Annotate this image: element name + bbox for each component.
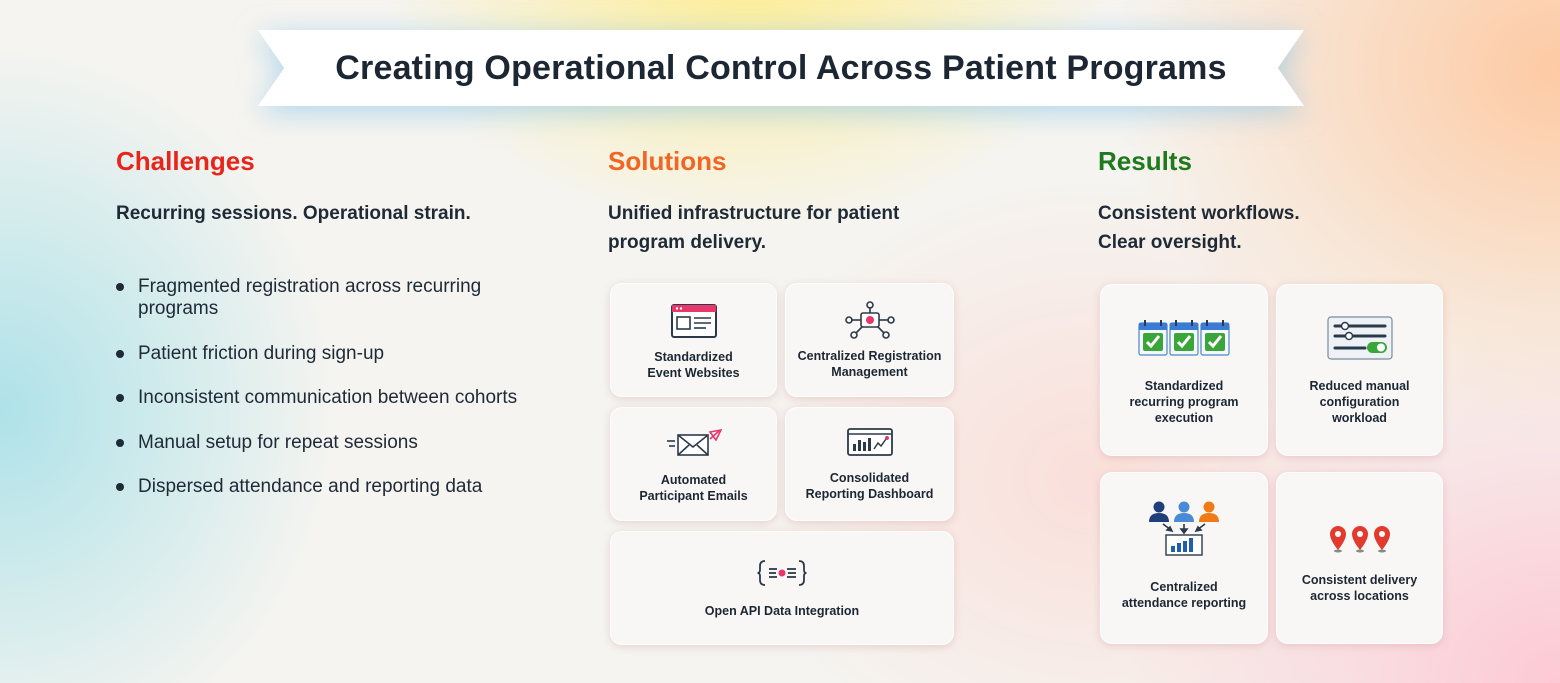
card-label: Automated Participant Emails: [639, 473, 748, 503]
email-send-icon: [666, 429, 722, 456]
api-braces-icon: [757, 560, 807, 586]
solution-card-dashboard: Consolidated Reporting Dashboard: [785, 407, 954, 521]
list-item: Inconsistent communication between cohor…: [116, 387, 556, 409]
calendar-check-icon: [1138, 320, 1230, 356]
list-item: Fragmented registration across recurring…: [116, 276, 516, 320]
list-item: Manual setup for repeat sessions: [116, 432, 556, 454]
solution-card-emails: Automated Participant Emails: [610, 407, 777, 521]
results-heading: Results: [1098, 146, 1192, 176]
solution-card-websites: Standardized Event Websites: [610, 283, 777, 397]
result-card-execution: Standardized recurring program execution: [1100, 284, 1268, 456]
list-item: Patient friction during sign-up: [116, 343, 556, 365]
solution-card-registration: Centralized Registration Management: [785, 283, 954, 397]
challenges-list: Fragmented registration across recurring…: [116, 276, 556, 498]
challenges-column: Challenges Recurring sessions. Operation…: [116, 146, 556, 521]
card-label: Consistent delivery across locations: [1301, 573, 1418, 603]
people-to-chart-icon: [1149, 501, 1219, 556]
solution-card-api: Open API Data Integration: [610, 531, 954, 645]
results-column: Results Consistent workflows. Clear over…: [1098, 146, 1448, 257]
solutions-column: Solutions Unified infrastructure for pat…: [608, 146, 958, 257]
result-card-workload: Reduced manual configuration workload: [1276, 284, 1443, 456]
challenges-subheading: Recurring sessions. Operational strain.: [116, 203, 471, 224]
title-banner: Creating Operational Control Across Pati…: [258, 30, 1304, 106]
list-item: Dispersed attendance and reporting data: [116, 476, 556, 498]
challenges-heading: Challenges: [116, 146, 255, 176]
card-label: Open API Data Integration: [704, 604, 860, 618]
results-subheading-line1: Consistent workflows.: [1098, 203, 1300, 224]
card-label: Reduced manual configuration workload: [1309, 379, 1410, 425]
card-label: Centralized attendance reporting: [1121, 580, 1247, 610]
card-label: Centralized Registration Management: [797, 349, 942, 379]
network-hub-icon: [844, 301, 895, 339]
website-icon: [670, 304, 717, 338]
solutions-subheading: Unified infrastructure for patient progr…: [608, 203, 900, 253]
card-label: Standardized recurring program execution: [1129, 379, 1239, 425]
settings-sliders-icon: [1326, 316, 1393, 360]
result-card-locations: Consistent delivery across locations: [1276, 472, 1443, 644]
page-title: Creating Operational Control Across Pati…: [335, 48, 1227, 87]
results-subheading-line2: Clear oversight.: [1098, 232, 1242, 253]
card-label: Consolidated Reporting Dashboard: [805, 471, 934, 501]
location-pins-icon: [1329, 526, 1390, 553]
card-label: Standardized Event Websites: [647, 350, 740, 380]
dashboard-chart-icon: [846, 428, 893, 456]
result-card-attendance: Centralized attendance reporting: [1100, 472, 1268, 644]
solutions-heading: Solutions: [608, 146, 727, 176]
